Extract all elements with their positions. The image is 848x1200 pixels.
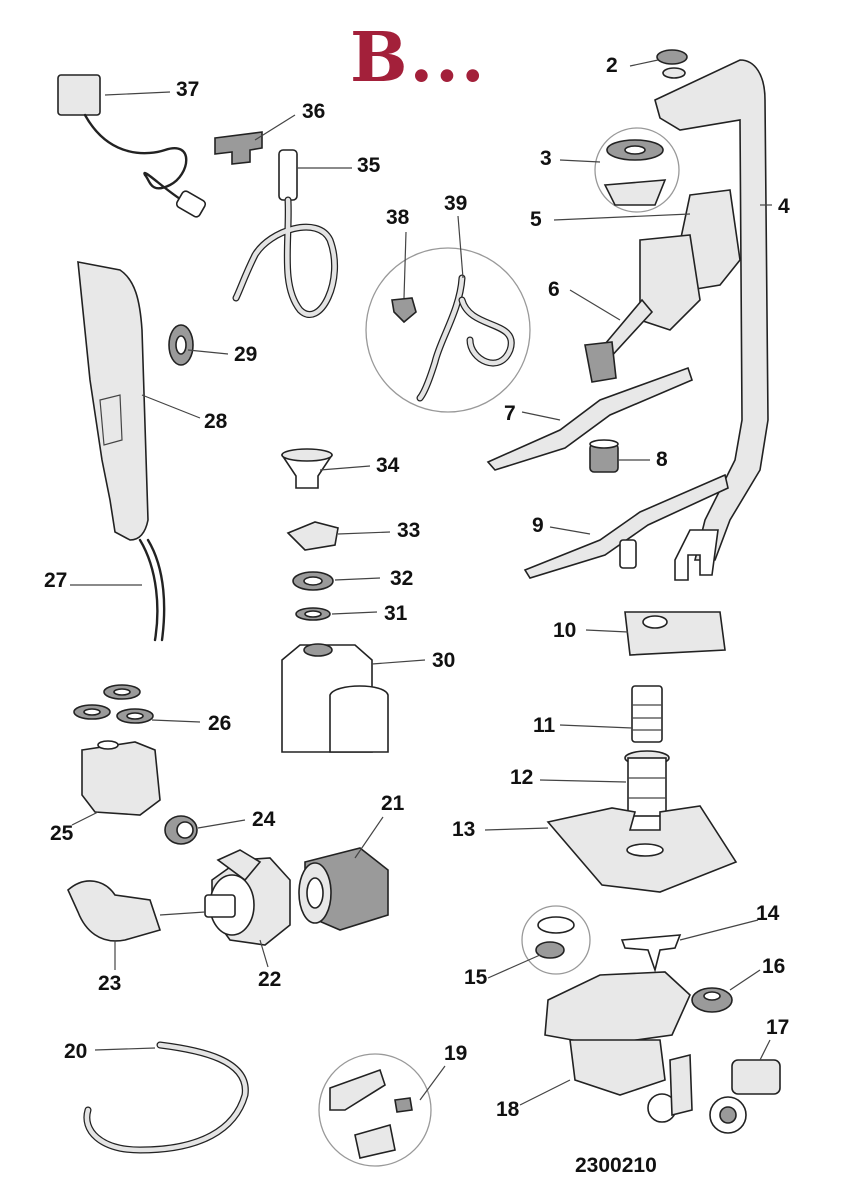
- label-17: 17: [766, 1016, 790, 1039]
- part-18-sump: [544, 971, 693, 1123]
- part-22-pump-housing: [204, 849, 291, 946]
- part-30-container: [281, 643, 389, 753]
- part-37-power-cable: [57, 74, 207, 218]
- part-19-detail: [318, 1053, 432, 1167]
- label-38: 38: [386, 206, 410, 229]
- label-10: 10: [553, 619, 577, 642]
- label-37: 37: [176, 78, 200, 101]
- label-11: 11: [533, 714, 556, 737]
- part-7-upper-spray-arm: [486, 366, 693, 471]
- part-24-seal: [164, 815, 198, 845]
- part-20-drain-hose: [83, 1041, 249, 1154]
- label-23: 23: [98, 972, 122, 995]
- part-26-washers: [73, 684, 154, 724]
- label-20: 20: [64, 1040, 88, 1063]
- label-9: 9: [532, 514, 544, 537]
- label-33: 33: [397, 519, 421, 542]
- label-26: 26: [208, 712, 232, 735]
- label-16: 16: [762, 955, 786, 978]
- label-8: 8: [656, 448, 668, 471]
- part-17-drain-pump: [709, 1059, 781, 1134]
- label-2: 2: [606, 54, 618, 77]
- part-21-heat-pump-motor: [298, 847, 389, 931]
- label-15: 15: [464, 966, 488, 989]
- part-25-valve-block: [81, 740, 161, 816]
- part-2-nut-washer: [656, 49, 688, 79]
- part-12-microfilter: [624, 750, 670, 817]
- part-4-spray-pipe: [654, 59, 769, 581]
- label-30: 30: [432, 649, 456, 672]
- part-9-lower-spray-arm: [523, 473, 729, 579]
- label-6: 6: [548, 278, 560, 301]
- part-13-flat-filter: [546, 805, 738, 893]
- detail-circle-38-39: [365, 247, 531, 413]
- label-34: 34: [376, 454, 400, 477]
- part-28-side-panel: [77, 261, 149, 541]
- part-34-funnel: [280, 448, 333, 489]
- label-12: 12: [510, 766, 534, 789]
- part-10-manifold: [624, 611, 726, 656]
- label-18: 18: [496, 1098, 520, 1121]
- part-15-detail: [521, 905, 591, 975]
- part-36-clip: [214, 131, 263, 165]
- drawing-number: 2300210: [575, 1154, 657, 1177]
- label-39: 39: [444, 192, 468, 215]
- part-35-inlet-hose: [232, 149, 338, 318]
- part-11-filter: [631, 685, 663, 743]
- part-16-sensor: [691, 987, 733, 1013]
- label-21: 21: [381, 792, 405, 815]
- label-24: 24: [252, 808, 276, 831]
- label-22: 22: [258, 968, 282, 991]
- label-19: 19: [444, 1042, 468, 1065]
- diagram-title: B...: [350, 18, 487, 98]
- part-14-bracket: [620, 934, 682, 973]
- label-13: 13: [452, 818, 476, 841]
- label-32: 32: [390, 567, 414, 590]
- part-8-nozzle: [589, 439, 619, 473]
- part-33-plate: [286, 521, 339, 551]
- part-29-nut: [168, 324, 194, 366]
- part-3-detail: [594, 127, 680, 213]
- label-31: 31: [384, 602, 408, 625]
- label-29: 29: [234, 343, 258, 366]
- label-25: 25: [50, 822, 74, 845]
- leader-lines: [70, 59, 772, 1106]
- label-7: 7: [504, 402, 516, 425]
- part-27-tube: [138, 538, 166, 642]
- label-27: 27: [44, 569, 68, 592]
- label-35: 35: [357, 154, 381, 177]
- label-5: 5: [530, 208, 542, 231]
- part-31-ring: [295, 607, 331, 621]
- part-5-6-spray-arm-holder: [584, 189, 741, 383]
- label-4: 4: [778, 195, 790, 218]
- label-28: 28: [204, 410, 228, 433]
- label-14: 14: [756, 902, 780, 925]
- part-23-hose-elbow: [67, 880, 162, 942]
- label-36: 36: [302, 100, 326, 123]
- part-32-cap: [292, 571, 334, 591]
- label-3: 3: [540, 147, 552, 170]
